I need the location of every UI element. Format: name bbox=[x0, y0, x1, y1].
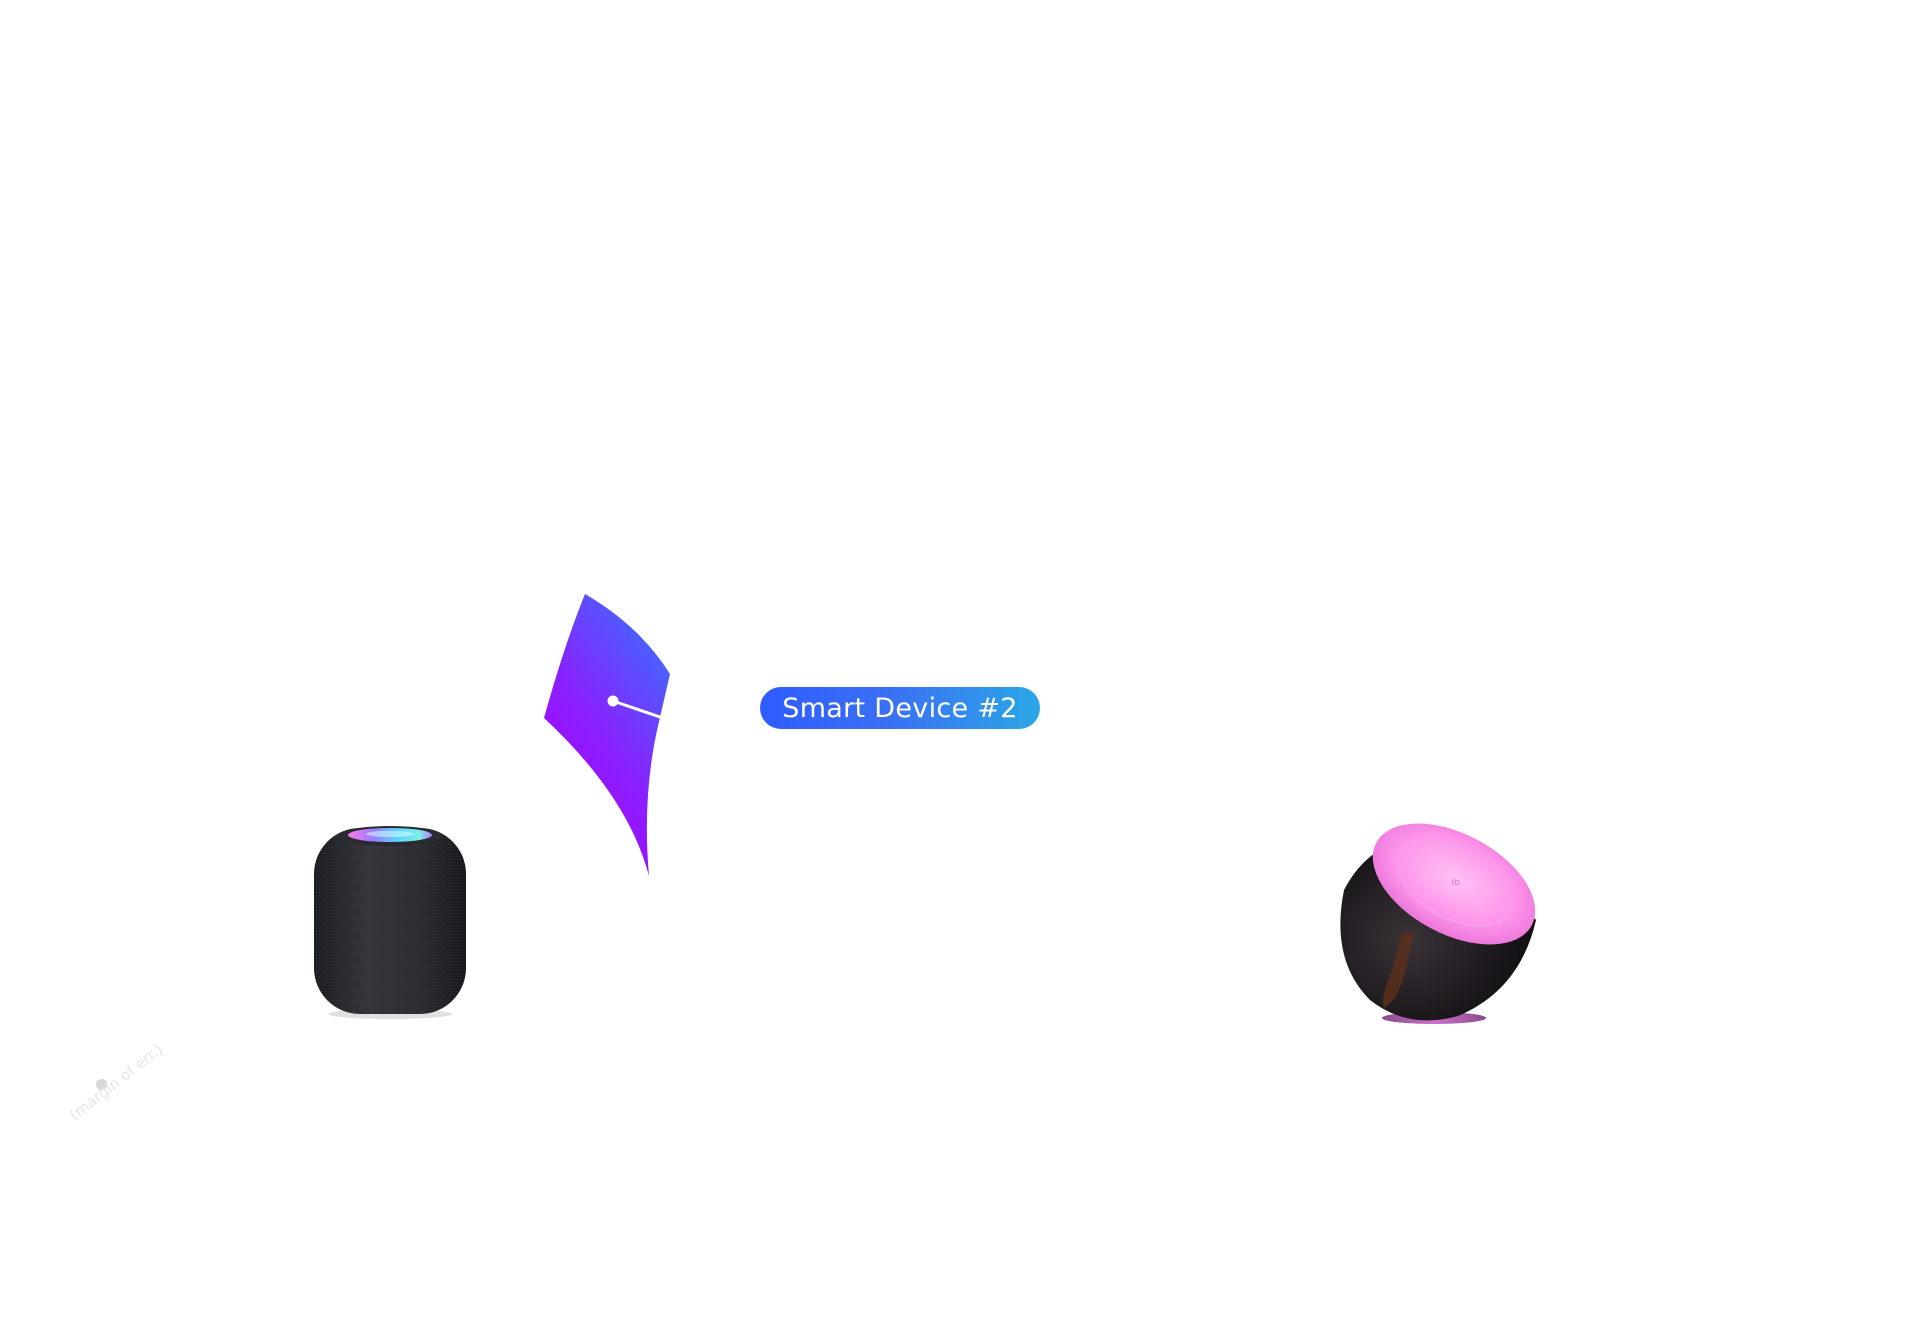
svg-text:Ib: Ib bbox=[1451, 877, 1462, 889]
target-device-label: Smart Device #2 bbox=[782, 692, 1018, 724]
smart-lamp-icon[interactable]: Ib bbox=[1330, 820, 1546, 1026]
margin-of-error-dot bbox=[96, 1079, 107, 1090]
smart-speaker-icon[interactable] bbox=[312, 822, 468, 1020]
direction-cone-icon bbox=[544, 594, 670, 876]
target-device-badge[interactable]: Smart Device #2 bbox=[760, 687, 1040, 729]
margin-of-error-label: (margin of err.) bbox=[66, 1040, 167, 1125]
